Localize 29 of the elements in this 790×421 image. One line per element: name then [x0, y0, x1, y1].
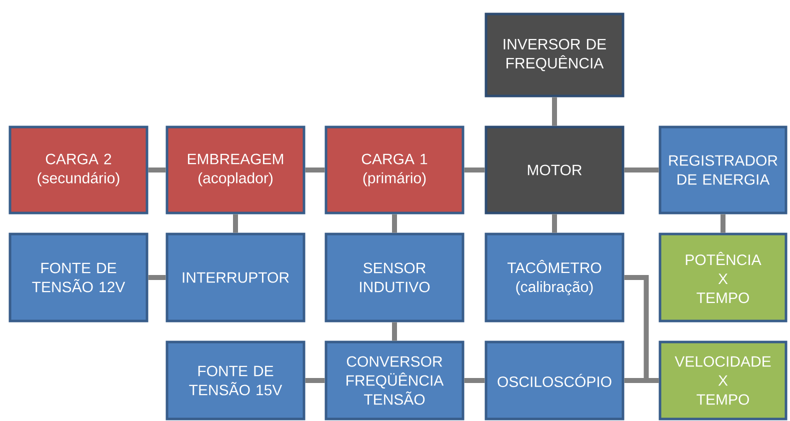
connector-line [624, 275, 659, 383]
connector-line [552, 97, 557, 126]
process-box: EMBREAGEM (acoplador) [166, 126, 306, 214]
process-box: INVERSOR DE FREQUÊNCIA [484, 12, 624, 98]
process-box: FONTE DE TENSÃO 15V [166, 340, 306, 420]
connector-line [392, 322, 397, 341]
connector-line [148, 275, 166, 280]
process-box: FONTE DE TENSÃO 12V [8, 232, 148, 322]
chart-box: POTÊNCIA X TEMPO [658, 232, 788, 322]
connector-line [464, 378, 485, 383]
connector-line [392, 214, 397, 233]
connector-line [148, 168, 166, 172]
connector-line [720, 214, 726, 233]
process-box: INTERRUPTOR [166, 232, 306, 322]
process-box: REGISTRADOR DE ENERGIA [658, 126, 788, 214]
connector-line [464, 168, 485, 172]
process-box: OSCILOSCÓPIO [484, 340, 624, 420]
process-box: CONVERSOR FREQÜÊNCIA TENSÃO [324, 340, 464, 420]
connector-line [552, 214, 557, 233]
connector-line [233, 214, 238, 233]
process-box: SENSOR INDUTIVO [324, 232, 464, 322]
connector-line [305, 378, 325, 383]
process-box: CARGA 1 (primário) [324, 126, 464, 214]
process-box: TACÔMETRO (calibração) [484, 232, 624, 322]
connector-line [624, 168, 659, 172]
chart-box: VELOCIDADE X TEMPO [658, 340, 788, 420]
connector-line [305, 168, 325, 172]
process-box: CARGA 2 (secundário) [8, 126, 148, 214]
process-box: MOTOR [484, 126, 624, 214]
